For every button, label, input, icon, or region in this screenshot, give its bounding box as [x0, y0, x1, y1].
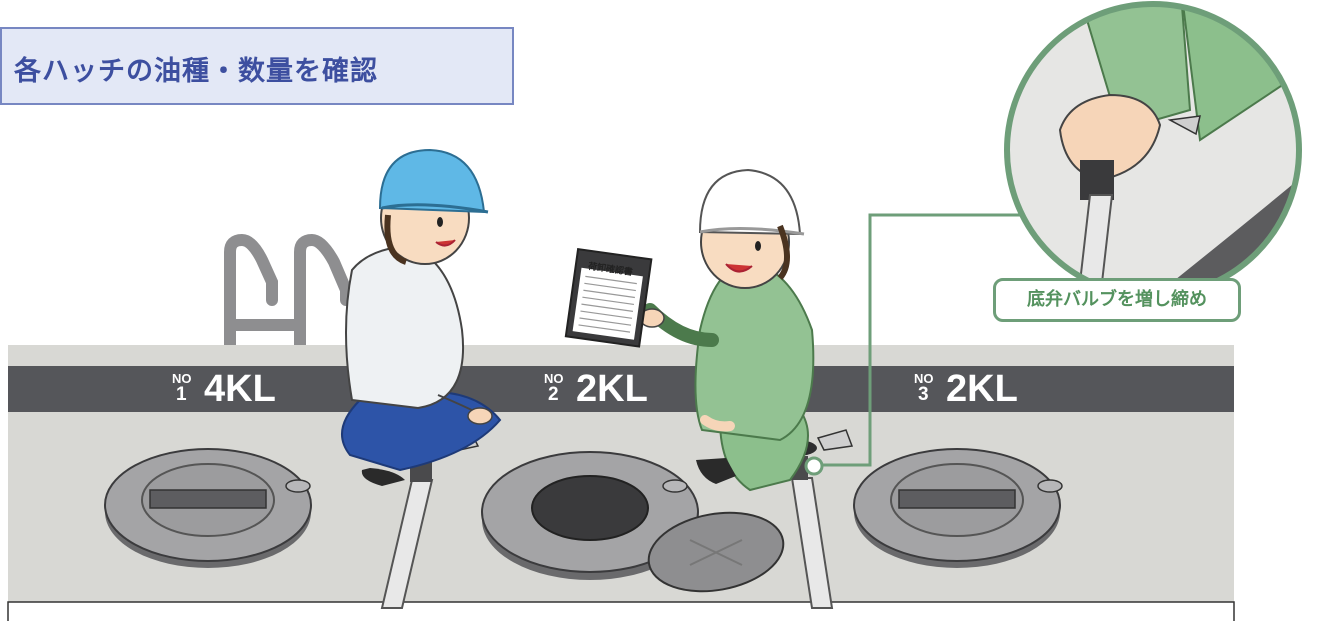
title-box: 各ハッチの油種・数量を確認	[0, 27, 514, 105]
hatch-capacity: 2KL	[576, 368, 648, 410]
hatch-no-mark: NO	[914, 371, 934, 386]
hatch-number: 3	[918, 384, 929, 405]
hatch-lid-3	[853, 448, 1063, 568]
worker-white-helmet	[564, 168, 815, 492]
ladder	[224, 233, 352, 351]
hatch-capacity: 4KL	[204, 368, 276, 410]
hatch-capacity: 2KL	[946, 368, 1018, 410]
clipboard	[564, 247, 653, 348]
hatch-number: 1	[176, 384, 187, 405]
worker-blue-helmet	[341, 148, 502, 486]
callout-label: 底弁バルブを増し締め	[993, 278, 1241, 322]
page-title: 各ハッチの油種・数量を確認	[14, 56, 378, 87]
hatch-number: 2	[548, 384, 559, 405]
hatch-lid-2-open	[481, 451, 785, 593]
hatch-no-mark: NO	[172, 371, 192, 386]
callout-connector	[804, 213, 1020, 476]
hatch-lid-1	[104, 448, 312, 568]
tank-front-panel	[7, 601, 1235, 621]
zoom-circle-valve-detail	[1004, 1, 1302, 299]
tank-band	[8, 366, 1234, 412]
hatch-no-mark: NO	[544, 371, 564, 386]
